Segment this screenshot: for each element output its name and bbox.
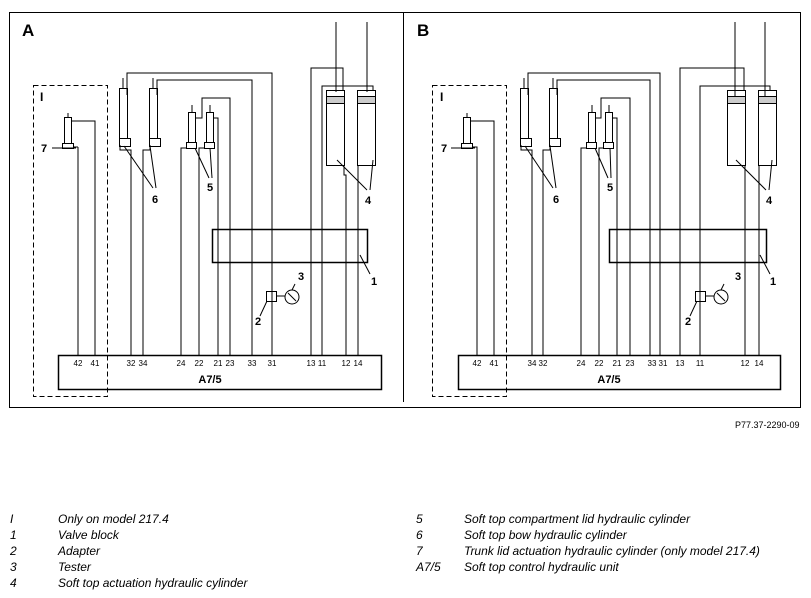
legend-text: Soft top bow hydraulic cylinder [464, 528, 627, 542]
adapter [695, 291, 706, 302]
legend-key: 2 [10, 544, 17, 558]
callout-I: I [40, 90, 43, 104]
svg-text:12: 12 [741, 359, 750, 368]
legend-key: 1 [10, 528, 17, 542]
callout-6: 6 [553, 194, 559, 206]
callout-6: 6 [152, 194, 158, 206]
model-217-box [432, 85, 507, 397]
control-unit-a7-5 [57, 354, 383, 391]
legend-text: Only on model 217.4 [58, 512, 169, 526]
callout-7: 7 [41, 143, 47, 155]
callout-1: 1 [770, 276, 776, 288]
svg-text:32: 32 [539, 359, 548, 368]
adapter [266, 291, 277, 302]
svg-text:22: 22 [195, 359, 204, 368]
callout-4: 4 [766, 195, 773, 207]
legend-key: 3 [10, 560, 17, 574]
svg-text:42: 42 [74, 359, 83, 368]
svg-text:14: 14 [755, 359, 764, 368]
callout-4: 4 [365, 195, 372, 207]
actuation-cylinder [326, 90, 345, 166]
trunk-lid-cylinder [463, 117, 471, 144]
callout-3: 3 [298, 271, 304, 283]
callout-2: 2 [255, 316, 261, 328]
callout-5: 5 [207, 182, 213, 194]
actuation-cylinder [758, 90, 777, 166]
lid-cylinder [206, 112, 214, 143]
unit-label: A7/5 [597, 374, 620, 386]
trunk-lid-cylinder [64, 117, 72, 144]
legend-text: Valve block [58, 528, 119, 542]
panel-label: A [22, 21, 34, 40]
callout-1: 1 [371, 276, 377, 288]
svg-text:21: 21 [613, 359, 622, 368]
svg-text:31: 31 [659, 359, 668, 368]
callout-I: I [440, 90, 443, 104]
panel-label: B [417, 21, 429, 40]
actuation-cylinder [727, 90, 746, 166]
model-217-box [33, 85, 108, 397]
legend-text: Trunk lid actuation hydraulic cylinder (… [464, 544, 760, 558]
legend-text: Soft top actuation hydraulic cylinder [58, 576, 248, 590]
unit-label: A7/5 [198, 374, 221, 386]
legend-key: I [10, 512, 14, 526]
svg-text:21: 21 [214, 359, 223, 368]
callout-2: 2 [685, 316, 691, 328]
bow-cylinder [119, 88, 128, 139]
diagram-frame [9, 12, 801, 408]
svg-text:34: 34 [139, 359, 148, 368]
bow-cylinder [149, 88, 158, 139]
svg-text:33: 33 [248, 359, 257, 368]
svg-text:23: 23 [626, 359, 635, 368]
svg-text:14: 14 [354, 359, 363, 368]
svg-text:32: 32 [127, 359, 136, 368]
legend-text: Soft top control hydraulic unit [464, 560, 619, 574]
bow-cylinder [520, 88, 529, 139]
svg-text:24: 24 [177, 359, 186, 368]
control-unit-a7-5 [457, 354, 782, 391]
svg-text:33: 33 [648, 359, 657, 368]
legend-key: 4 [10, 576, 17, 590]
svg-text:12: 12 [342, 359, 351, 368]
lid-cylinder [588, 112, 596, 143]
figure-reference: P77.37-2290-09 [735, 420, 800, 430]
callout-5: 5 [607, 182, 613, 194]
legend-key: 5 [416, 512, 423, 526]
bow-cylinder [549, 88, 558, 139]
valve-block [211, 228, 369, 264]
callout-3: 3 [735, 271, 741, 283]
panel-a: A I [22, 21, 383, 397]
actuation-cylinder [357, 90, 376, 166]
valve-block [608, 228, 768, 264]
lid-cylinder [188, 112, 196, 143]
svg-text:23: 23 [226, 359, 235, 368]
legend-text: Tester [58, 560, 91, 574]
legend-text: Soft top compartment lid hydraulic cylin… [464, 512, 691, 526]
svg-text:11: 11 [318, 359, 327, 368]
svg-text:24: 24 [577, 359, 586, 368]
callout-7: 7 [441, 143, 447, 155]
svg-text:13: 13 [307, 359, 316, 368]
lid-cylinder [605, 112, 613, 143]
svg-text:11: 11 [696, 359, 705, 368]
svg-text:41: 41 [91, 359, 100, 368]
svg-text:34: 34 [528, 359, 537, 368]
svg-text:31: 31 [268, 359, 277, 368]
panel-b: B I [417, 21, 782, 397]
svg-text:42: 42 [473, 359, 482, 368]
svg-text:13: 13 [676, 359, 685, 368]
svg-text:41: 41 [490, 359, 499, 368]
legend-text: Adapter [58, 544, 101, 558]
legend-key: 7 [416, 544, 423, 558]
legend-key: 6 [416, 528, 423, 542]
hydraulic-diagram: A I [9, 12, 801, 408]
svg-text:22: 22 [595, 359, 604, 368]
legend-key: A7/5 [416, 560, 441, 574]
